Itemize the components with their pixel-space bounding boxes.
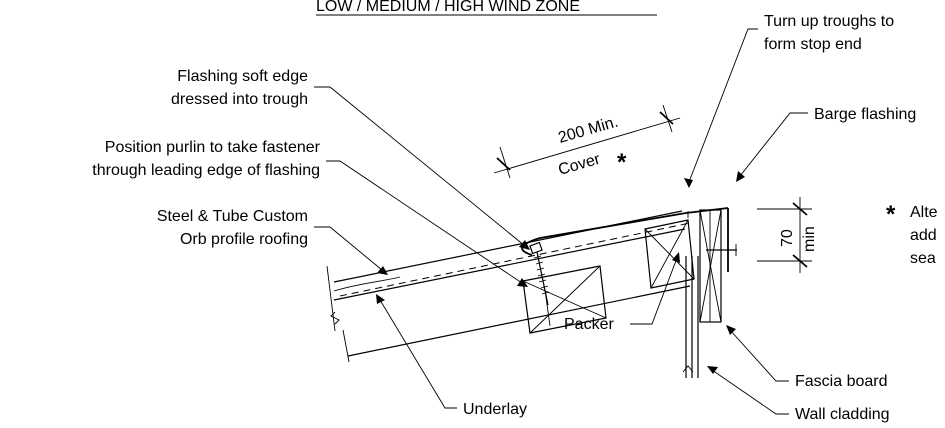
label-flashing-soft-line2: dressed into trough bbox=[171, 91, 308, 108]
wind-zone-title: LOW / MEDIUM / HIGH WIND ZONE bbox=[316, 0, 580, 15]
height-dimension-unit: min bbox=[801, 226, 818, 252]
note-line-2: add bbox=[910, 227, 937, 244]
note-line-3: sea bbox=[910, 250, 936, 267]
cover-dimension-value: 200 Min. bbox=[556, 114, 620, 147]
leader-fascia-board bbox=[729, 329, 789, 382]
soffit-line bbox=[347, 285, 691, 357]
label-turn-up-line2: form stop end bbox=[764, 36, 862, 53]
label-steel-tube-line1: Steel & Tube Custom bbox=[157, 208, 308, 225]
label-wall-cladding: Wall cladding bbox=[795, 406, 890, 423]
leader-packer bbox=[630, 257, 678, 325]
note-line-1: Alte bbox=[910, 204, 938, 221]
leader-wall-cladding bbox=[711, 369, 789, 415]
fascia-board bbox=[699, 209, 722, 323]
fastener-screw-icon bbox=[529, 241, 550, 306]
cover-dimension bbox=[493, 104, 681, 179]
label-packer: Packer bbox=[564, 316, 614, 333]
label-underlay: Underlay bbox=[463, 401, 527, 418]
label-position-purlin-line2: through leading edge of flashing bbox=[92, 162, 320, 179]
label-steel-tube-line2: Orb profile roofing bbox=[180, 231, 308, 248]
underlay-line bbox=[339, 222, 691, 297]
note-asterisk-icon: * bbox=[886, 201, 896, 228]
cover-asterisk-icon: * bbox=[617, 149, 627, 176]
label-position-purlin-line1: Position purlin to take fastener bbox=[105, 139, 321, 156]
leader-underlay bbox=[379, 299, 457, 409]
leader-turn-up bbox=[688, 28, 758, 183]
leader-steel-tube bbox=[314, 226, 383, 271]
label-fascia-board: Fascia board bbox=[795, 373, 888, 390]
label-flashing-soft-line1: Flashing soft edge bbox=[177, 68, 308, 85]
leader-position-purlin bbox=[326, 160, 523, 284]
height-dimension-value: 70 bbox=[779, 229, 796, 247]
leader-barge-flashing bbox=[739, 112, 808, 177]
height-dimension bbox=[757, 197, 812, 273]
cover-dimension-label: Cover bbox=[556, 151, 602, 179]
left-break-lines bbox=[326, 265, 350, 363]
barge-flashing-shape bbox=[521, 207, 729, 272]
label-turn-up-line1: Turn up troughs to bbox=[764, 13, 894, 30]
leader-flashing-soft bbox=[314, 86, 526, 247]
label-barge-flashing: Barge flashing bbox=[814, 106, 916, 123]
roof-sheeting bbox=[333, 210, 686, 301]
wall-cladding bbox=[682, 256, 699, 378]
